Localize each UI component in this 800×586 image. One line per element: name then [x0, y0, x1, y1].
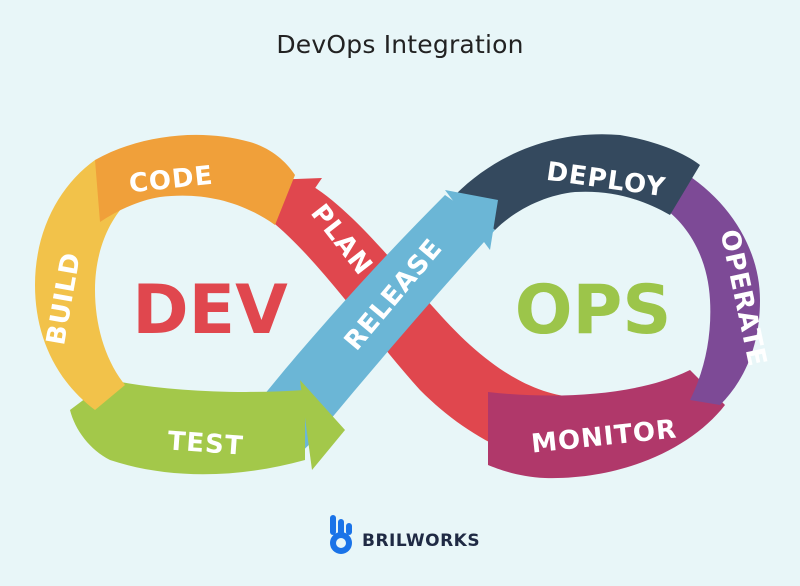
- release-segment: [260, 195, 495, 460]
- brand-name: BRILWORKS: [362, 531, 481, 551]
- build-segment: [35, 160, 135, 410]
- test-arrowhead: [300, 380, 345, 470]
- code-segment: [95, 134, 295, 225]
- ops-label: OPS: [515, 271, 672, 350]
- operate-segment: [660, 170, 760, 405]
- brand: BRILWORKS: [328, 512, 480, 558]
- page-title: DevOps Integration: [276, 30, 524, 59]
- monitor-segment: [488, 370, 725, 479]
- deploy-segment: [455, 134, 700, 230]
- test-segment: [70, 380, 305, 475]
- brilworks-logo-icon: [330, 515, 352, 554]
- release-arrowhead: [445, 190, 498, 250]
- segment-label-test: TEST: [167, 426, 245, 461]
- dev-label: DEV: [132, 271, 288, 350]
